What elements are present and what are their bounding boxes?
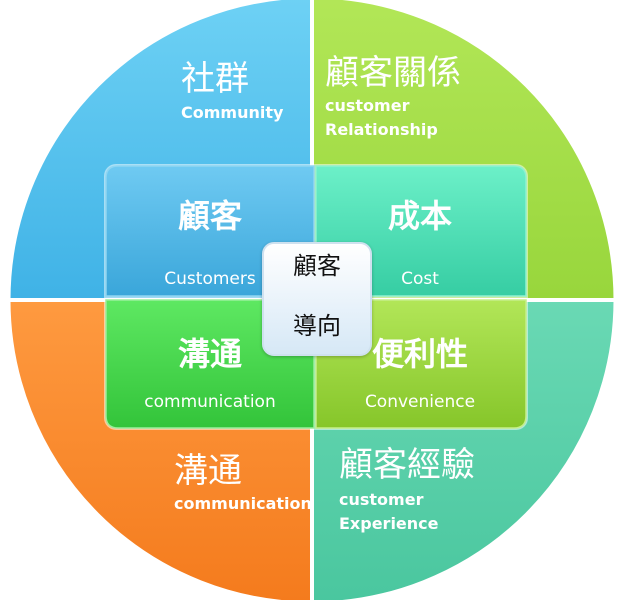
community-zh-label: 社群 — [181, 59, 249, 99]
customer-experience-zh-label: 顧客經驗 — [339, 445, 475, 485]
customer-relationship-zh-label: 顧客關係 — [325, 53, 461, 93]
communication-inner-zh-label: 溝通 — [177, 335, 242, 373]
center-line2: 導向 — [293, 312, 341, 340]
center-customer-oriented-box: 顧客 導向 — [262, 242, 372, 356]
center-line1: 顧客 — [293, 252, 341, 280]
customer-experience-en-line2: Experience — [339, 514, 439, 533]
community-en-label: Community — [181, 103, 284, 122]
customer-relationship-en-line2: Relationship — [325, 120, 438, 139]
communication-outer-zh-label: 溝通 — [174, 451, 242, 491]
convenience-zh-label: 便利性 — [371, 335, 468, 373]
cost-en-label: Cost — [401, 269, 439, 289]
convenience-en-label: Convenience — [364, 392, 476, 412]
customer-experience-en-line1: customer — [339, 490, 424, 509]
customers-zh-label: 顧客 — [177, 197, 242, 235]
cost-zh-label: 成本 — [387, 197, 452, 235]
customer-relationship-en-line1: customer — [325, 96, 410, 115]
communication-outer-en-label: communication — [174, 494, 312, 513]
communication-inner-en-label: communication — [144, 392, 276, 412]
customers-en-label: Customers — [164, 269, 256, 289]
